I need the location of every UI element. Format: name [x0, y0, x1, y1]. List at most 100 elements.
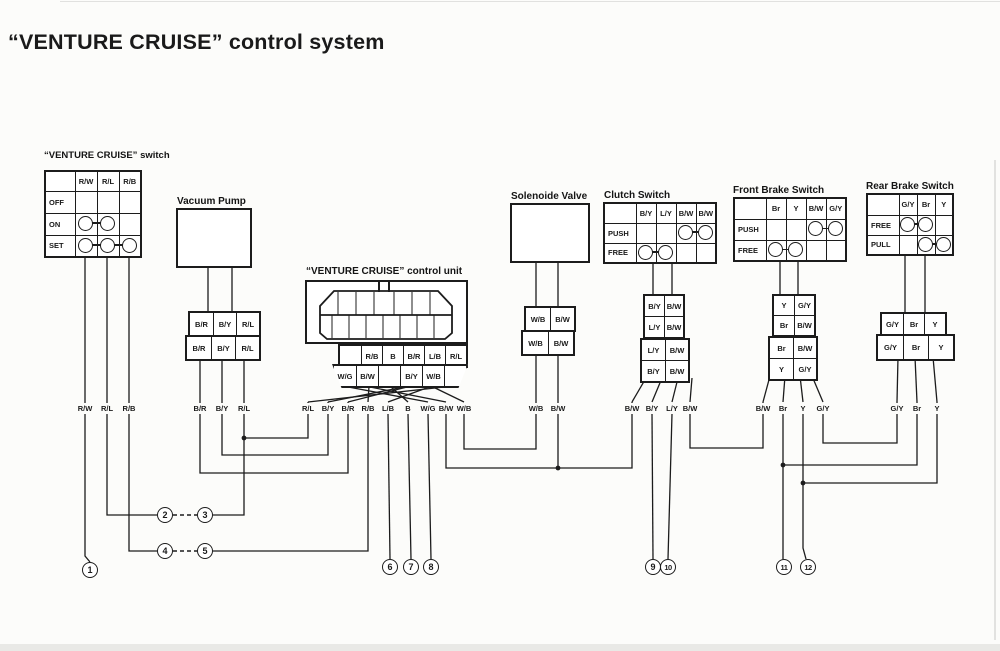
connector-number-11: 11 [776, 559, 792, 575]
vacuum-pump-box [176, 208, 252, 268]
row-label: FREE [866, 214, 900, 236]
wire-segment [783, 402, 918, 466]
connector-pin: B/W [665, 361, 688, 381]
wire-color-label: Br [911, 403, 923, 414]
switch-cell [118, 190, 142, 214]
wire-color-label: B/R [340, 403, 356, 414]
wire-color-label: R/W [76, 403, 94, 414]
row-label: PUSH [603, 222, 637, 244]
connector-number-1: 1 [82, 562, 98, 578]
cruise-switch-title: “VENTURE CRUISE” switch [44, 150, 170, 161]
connector-grid-line [319, 290, 453, 340]
connector-pin: B/W [664, 317, 683, 337]
solenoid-valve-box [510, 203, 590, 263]
wire-segment [463, 402, 537, 450]
connector-number-6: 6 [382, 559, 398, 575]
connector-number-9: 9 [645, 559, 661, 575]
column-header: Br [916, 193, 936, 216]
control-unit-latch-tab [378, 282, 390, 292]
column-header: B/W [675, 202, 697, 224]
connector-pin [378, 366, 400, 386]
switch-cell [898, 234, 918, 256]
switch-cell [96, 190, 120, 214]
wire-color-label: Br [777, 403, 789, 414]
wire-color-label: Y [799, 403, 807, 414]
front-brake-switch-title: Front Brake Switch [733, 185, 825, 196]
connector-number-4: 4 [157, 543, 173, 559]
connector-pin: W/B [528, 338, 543, 348]
wire-segment [667, 413, 673, 560]
wire-segment [213, 357, 245, 516]
wire-color-label: B/W [623, 403, 641, 414]
wire-color-label: W/B [527, 403, 545, 414]
connector-number-3: 3 [197, 507, 213, 523]
connector-pin: G/Y [793, 359, 816, 379]
control-unit-connector-grid [319, 290, 453, 340]
column-header: G/Y [898, 193, 918, 216]
contact-link-line [907, 223, 925, 225]
wire-color-label: R/L [300, 403, 316, 414]
wire-segment [84, 256, 91, 563]
page-title: “VENTURE CRUISE” control system [8, 30, 385, 54]
wire-segment [244, 402, 309, 439]
connector-pin: L/Y [648, 322, 661, 332]
connector-pin: Br [903, 314, 924, 334]
wire-color-label: Y [933, 403, 941, 414]
contact-circle [767, 242, 783, 257]
wire-segment [342, 385, 429, 403]
wire-segment [689, 402, 764, 449]
connector-pin: G/Y [886, 319, 899, 329]
wire-segment [364, 385, 447, 403]
contact-link-line [85, 222, 107, 224]
connector-pin: B/Y [647, 366, 660, 376]
wire-segment [213, 414, 369, 552]
contact-link-line [685, 231, 705, 233]
wire-color-label: W/G [419, 403, 437, 414]
wire-segment [803, 402, 938, 484]
wire-segment [430, 385, 465, 403]
wire-segment [932, 356, 938, 403]
wire-segment [802, 414, 807, 560]
connector-pin: Y [778, 364, 784, 374]
row-label: FREE [733, 239, 767, 262]
connector-pin: L/B [424, 346, 445, 366]
switch-cell [74, 190, 98, 214]
connector-pin: B/W [548, 332, 573, 354]
rear-brake-switch-title: Rear Brake Switch [866, 181, 954, 192]
connector-pin: B/R [403, 346, 424, 366]
column-header: B/W [805, 197, 827, 220]
wire-color-label: R/L [99, 403, 115, 414]
connector-pin: Y [781, 301, 787, 310]
wire-segment [128, 256, 157, 552]
connector-number-2: 2 [157, 507, 173, 523]
connector-pin: B/W [664, 296, 683, 316]
wire-junction-dot [800, 480, 806, 486]
wire-segment [896, 356, 899, 403]
connector-pin: L/Y [647, 345, 660, 355]
contact-link-line [815, 227, 835, 230]
connector-pin: B/W [356, 366, 378, 386]
connector-pin: B [382, 346, 403, 366]
corner-cell [733, 197, 767, 220]
contact-circle [807, 221, 823, 236]
connector-pin: Br [779, 321, 789, 330]
wire-color-label: W/B [455, 403, 473, 414]
wire-segment [407, 413, 412, 560]
switch-cell [655, 222, 677, 244]
switch-cell [765, 218, 787, 241]
wire-color-label: B/Y [320, 403, 336, 414]
wire-segment [427, 413, 432, 560]
wire-segment [327, 385, 410, 403]
contact-circle [99, 215, 115, 231]
